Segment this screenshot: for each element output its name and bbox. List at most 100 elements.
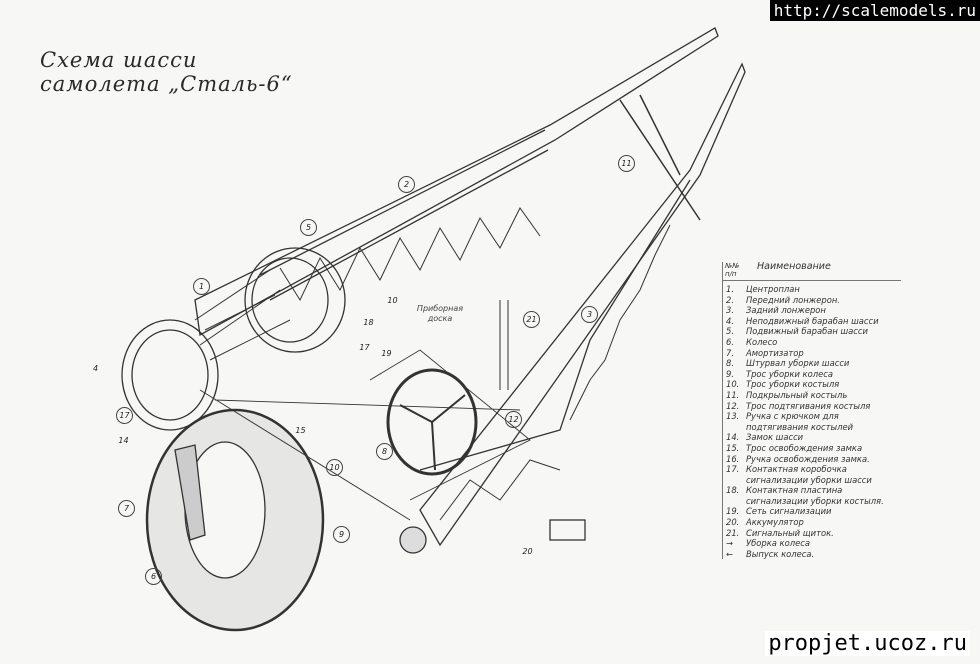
callout-17a: 17	[116, 407, 133, 424]
legend-item-number: 19.	[726, 506, 740, 517]
watermark-propjet: propjet.ucoz.ru	[765, 631, 970, 656]
legend-item-text: Сеть сигнализации	[746, 506, 832, 517]
legend-item-text: Трос освобождения замка	[746, 442, 863, 453]
legend-item-number: ←	[726, 548, 734, 559]
legend-item-text: Сигнальный щиток.	[746, 527, 834, 538]
legend-item-text: Подкрыльный костыль	[746, 389, 848, 400]
legend-item-text: Уборка колеса	[746, 538, 810, 549]
legend-item-text: Центроплан	[746, 284, 800, 294]
movable-drum	[244, 247, 346, 353]
wing-skid	[619, 94, 701, 221]
legend-item: 17.Контактная коробочка сигнализации убо…	[723, 464, 901, 485]
legend-item-number: 18.	[726, 485, 740, 496]
callout-4: 4	[92, 364, 99, 373]
legend-item-text: Передний лонжерон.	[746, 294, 840, 305]
battery	[549, 519, 586, 541]
legend-item: 16. Ручка освобождения замка.	[723, 454, 901, 465]
legend-item: 6.Колесо	[723, 337, 901, 348]
wheel	[145, 408, 325, 632]
legend-item-text: Аккумулятор	[746, 517, 804, 528]
legend-item-text: Выпуск колеса.	[746, 548, 815, 559]
legend-item: 5.Подвижный барабан шасси	[723, 326, 901, 337]
instrument-panel-label: Приборная доска	[416, 304, 464, 323]
legend-item-text: Трос подтягивания костыля	[746, 400, 871, 411]
legend-name-header: Наименование	[757, 261, 831, 272]
legend-item-number: 7.	[726, 347, 734, 358]
legend-item-text: Задний лонжерон	[746, 305, 826, 316]
fixed-drum	[121, 319, 219, 431]
legend-item-number: 14.	[726, 432, 740, 443]
legend-item: 10. Трос уборки костыля	[723, 379, 901, 390]
parts-legend: №№ п/п Наименование 1. Центроплан 2. Передн…	[722, 261, 901, 560]
legend-item-number: 10.	[726, 379, 740, 390]
callout-8: 8	[376, 443, 393, 460]
legend-item-number: 1.	[726, 284, 734, 294]
callout-17b: 17	[359, 343, 370, 352]
legend-item-number: 4.	[726, 315, 734, 326]
callout-10a: 10	[387, 296, 398, 305]
legend-item: 9.Трос уборки колеса	[723, 369, 901, 380]
legend-item: ← Выпуск колеса.	[723, 549, 901, 560]
callout-18: 18	[363, 318, 374, 327]
legend-item-text: Трос уборки колеса	[746, 368, 833, 379]
legend-item: 11. Подкрыльный костыль	[723, 390, 901, 401]
legend-item-number: →	[726, 538, 734, 549]
legend-item-text: Контактная пластина сигнализации уборки …	[746, 485, 884, 506]
legend-item-text: Штурвал уборки шасси	[746, 358, 850, 369]
legend-item-number: 12.	[726, 400, 740, 411]
legend-item-text: Трос уборки костыля	[746, 379, 840, 390]
legend-item-number: 20.	[726, 517, 740, 528]
watermark-scalemodels: http://scalemodels.ru	[769, 0, 980, 21]
legend-item: 20. Аккумулятор	[723, 517, 901, 528]
legend-num-header: №№ п/п	[725, 262, 740, 278]
legend-item: 14. Замок шасси	[723, 432, 901, 443]
callout-9: 9	[333, 526, 350, 543]
diagram-title-line1: Схема шасси	[40, 48, 198, 72]
callout-1: 1	[193, 278, 210, 295]
diagram-title-line2: самолета „Сталь-6“	[40, 72, 293, 96]
legend-item-number: 15.	[726, 442, 740, 453]
callout-7: 7	[118, 500, 135, 517]
callout-3: 3	[581, 306, 598, 323]
legend-item-text: Ручка с крючком для подтягивания костыле…	[746, 411, 854, 432]
legend-item-number: 8.	[726, 358, 734, 369]
legend-item: 13. Ручка с крючком для подтягивания кост…	[723, 411, 901, 432]
legend-item-number: 16.	[726, 453, 740, 464]
legend-item-text: Амортизатор	[746, 347, 804, 358]
callout-10b: 10	[326, 459, 343, 476]
legend-item-number: 6.	[726, 336, 734, 347]
legend-item: 18. Контактная пластина сигнализации убор…	[723, 485, 901, 506]
legend-item: 3. Задний лонжерон	[723, 305, 901, 316]
callout-6: 6	[145, 568, 162, 585]
legend-item: 2. Передний лонжерон.	[723, 295, 901, 306]
legend-item: 12. Трос подтягивания костыля	[723, 401, 901, 412]
legend-item: 1. Центроплан	[723, 284, 901, 295]
front-spar	[194, 27, 719, 337]
callout-11: 11	[618, 155, 635, 172]
legend-item-number: 2.	[726, 294, 734, 305]
legend-item: 15. Трос освобождения замка	[723, 443, 901, 454]
legend-item-text: Подвижный барабан шасси	[746, 326, 868, 337]
callout-2: 2	[398, 176, 415, 193]
legend-item: 19. Сеть сигнализации	[723, 506, 901, 517]
legend-item: → Уборка колеса	[723, 538, 901, 549]
retraction-handwheel	[386, 368, 478, 476]
legend-item-number: 21.	[726, 527, 740, 538]
legend-item-text: Ручка освобождения замка.	[746, 453, 870, 464]
legend-item: 21. Сигнальный щиток.	[723, 528, 901, 539]
legend-item: 8. Штурвал уборки шасси	[723, 358, 901, 369]
legend-item-text: Неподвижный барабан шасси	[746, 315, 879, 326]
callout-12: 12	[505, 411, 522, 428]
legend-item: 7. Амортизатор	[723, 348, 901, 359]
callout-21: 21	[523, 311, 540, 328]
legend-item-text: Замок шасси	[746, 432, 804, 443]
rear-spar	[419, 62, 746, 547]
callout-5: 5	[300, 219, 317, 236]
legend-item-number: 13.	[726, 411, 740, 422]
callout-15: 15	[295, 426, 306, 435]
legend-item-number: 11.	[726, 389, 740, 400]
callout-20: 20	[522, 547, 533, 556]
legend-item-number: 3.	[726, 305, 734, 316]
callout-14: 14	[118, 436, 129, 445]
